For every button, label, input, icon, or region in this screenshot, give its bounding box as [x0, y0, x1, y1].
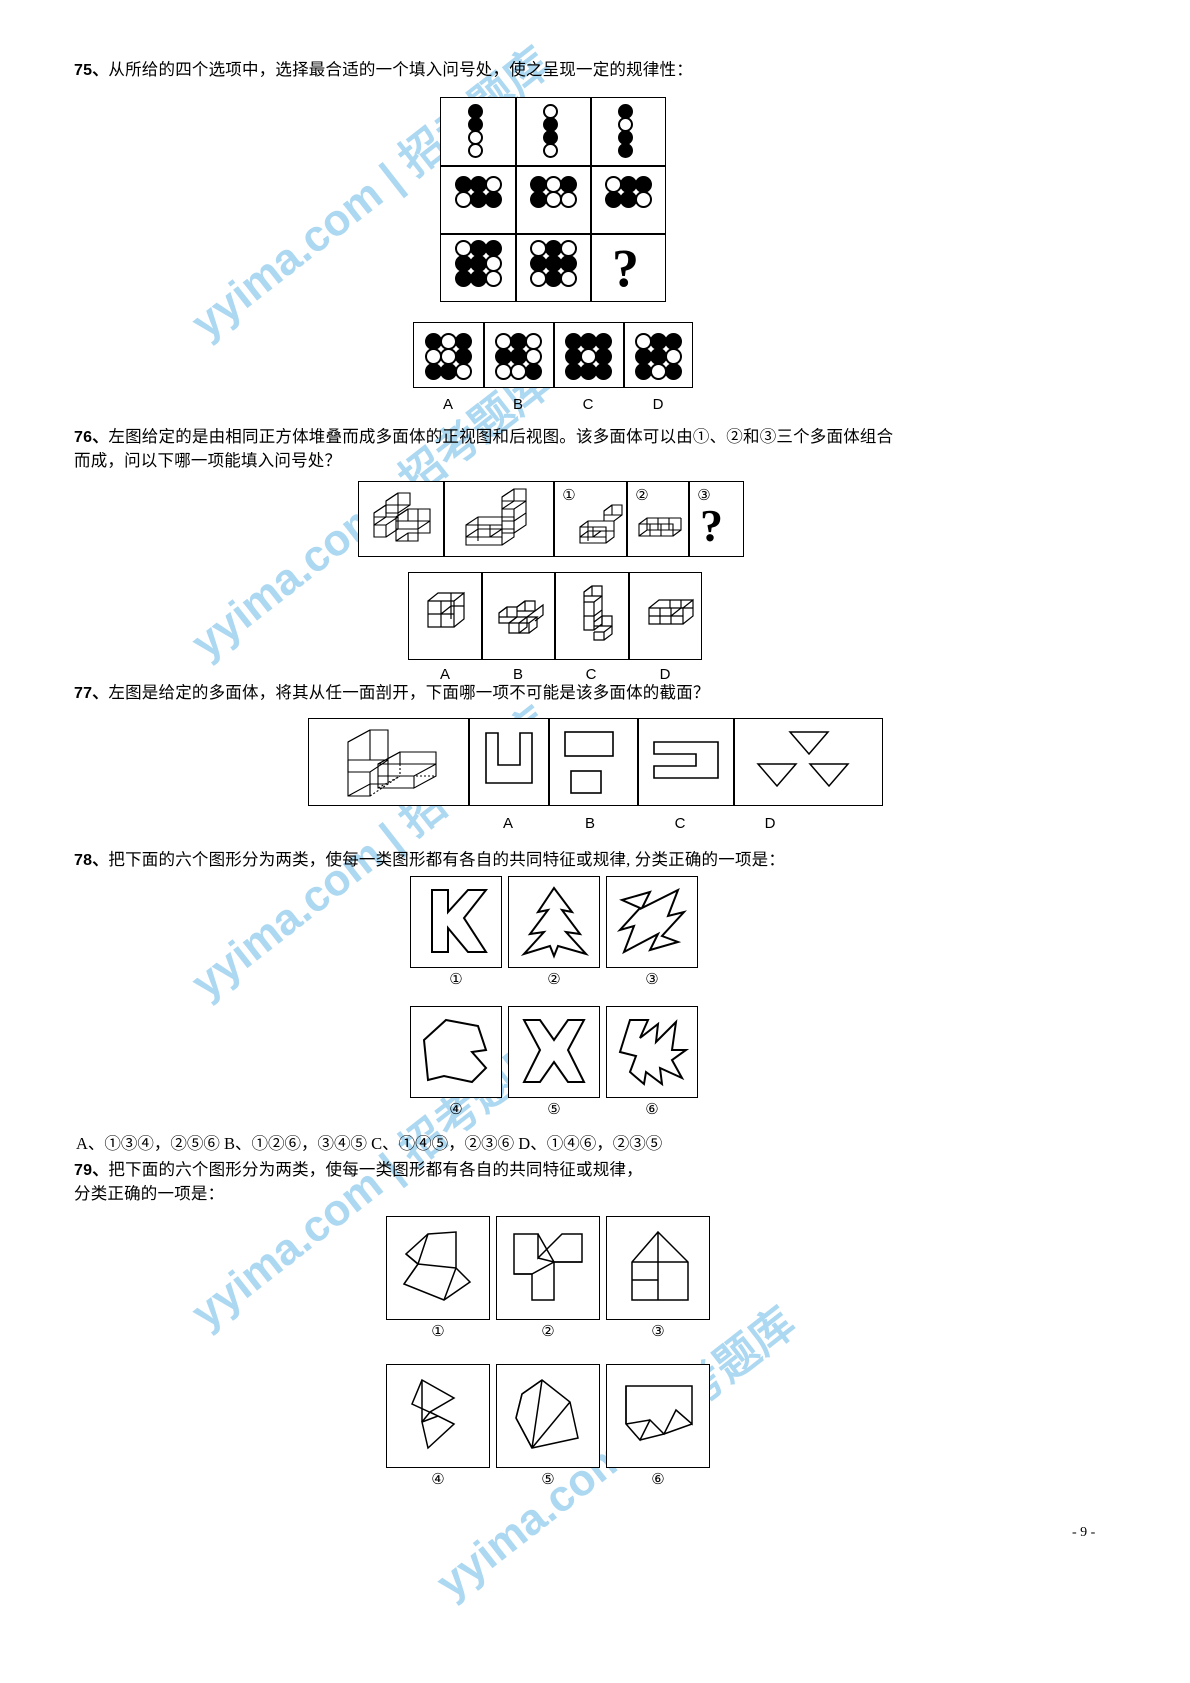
question-76-text-line2: 而成，问以下哪一项能填入问号处？: [74, 449, 341, 473]
q78-figure-6: [616, 1016, 690, 1088]
q76-label-a: A: [439, 666, 450, 683]
question-77-number: 77、: [74, 685, 109, 702]
question-76-number: 76、: [74, 429, 109, 446]
q77-label-c: C: [674, 815, 686, 832]
q76-label-b: B: [512, 666, 523, 683]
q78-mark-2: ②: [547, 972, 561, 988]
page-number: - 9 -: [1072, 1525, 1096, 1540]
q79-figure-4: [398, 1376, 480, 1456]
q78-mark-1: ①: [449, 972, 463, 988]
q76-mark-3: ③: [697, 488, 711, 504]
q76-label-c: C: [585, 666, 597, 683]
q75-question-mark: ?: [612, 238, 639, 298]
q79-mark-5: ⑤: [541, 1472, 555, 1488]
q78-figure-2: [518, 886, 592, 959]
q77-option-b-bottom[interactable]: [568, 768, 608, 798]
q76-mark-1: ①: [562, 488, 576, 504]
question-78-number: 78、: [74, 852, 109, 869]
q78-mark-3: ③: [645, 972, 659, 988]
q76-back-view: [452, 487, 548, 551]
q78-figure-3-box[interactable]: [606, 876, 698, 968]
q75-label-d: D: [652, 396, 664, 413]
question-79-body-1: 把下面的六个图形分为两类，使每一类图形都有各自的共同特征或规律，: [108, 1160, 643, 1179]
q78-figure-1-box[interactable]: [410, 876, 502, 968]
question-77-text: 77、左图是给定的多面体，将其从任一面剖开，下面哪一项不可能是该多面体的截面？: [74, 681, 710, 706]
q75-label-a: A: [442, 396, 453, 413]
q76-option-c[interactable]: [576, 582, 618, 648]
q78-answer-options[interactable]: A、①③④，②⑤⑥ B、①②⑥，③④⑤ C、①④⑤，②③⑥ D、①④⑥，②③⑤: [76, 1134, 663, 1153]
q78-figure-4: [420, 1016, 494, 1088]
q79-figure-2: [508, 1228, 590, 1308]
q76-top-box: [358, 481, 744, 557]
q76-question-mark: ?: [700, 500, 723, 551]
q77-label-a: A: [502, 815, 513, 832]
question-77-body: 左图是给定的多面体，将其从任一面剖开，下面哪一项不可能是该多面体的截面？: [108, 683, 710, 702]
q77-label-d: D: [764, 815, 776, 832]
q79-mark-3: ③: [651, 1324, 665, 1340]
question-76-text-line1: 76、左图给定的是由相同正方体堆叠而成多面体的正视图和后视图。该多面体可以由①、…: [74, 425, 893, 450]
q77-solid-figure: [318, 724, 463, 802]
q79-mark-2: ②: [541, 1324, 555, 1340]
q76-piece-1: [572, 504, 626, 551]
q78-mark-6: ⑥: [645, 1102, 659, 1118]
q77-option-a[interactable]: [482, 732, 536, 791]
q78-mark-4: ④: [449, 1102, 463, 1118]
q75-label-b: B: [512, 396, 523, 413]
q75-label-c: C: [582, 396, 594, 413]
question-79-number: 79、: [74, 1162, 109, 1179]
q78-figure-5: [518, 1016, 592, 1088]
q78-mark-5: ⑤: [547, 1102, 561, 1118]
q79-mark-6: ⑥: [651, 1472, 665, 1488]
question-78-text: 78、把下面的六个图形分为两类，使每一类图形都有各自的共同特征或规律, 分类正确…: [74, 848, 785, 873]
question-75-number: 75、: [74, 62, 109, 79]
q79-figure-5-box[interactable]: [496, 1364, 600, 1468]
q77-label-b: B: [584, 815, 595, 832]
q76-mark-2: ②: [635, 488, 649, 504]
question-79-text-line2: 分类正确的一项是：: [74, 1182, 224, 1206]
q79-mark-4: ④: [431, 1472, 445, 1488]
q78-figure-3: [616, 886, 688, 958]
question-76-body-1: 左图给定的是由相同正方体堆叠而成多面体的正视图和后视图。该多面体可以由①、②和③…: [108, 427, 894, 446]
question-78-body: 把下面的六个图形分为两类，使每一类图形都有各自的共同特征或规律, 分类正确的一项…: [108, 850, 786, 869]
question-75-text: 75、从所给的四个选项中，选择最合适的一个填入问号处，使之呈现一定的规律性：: [74, 58, 693, 83]
question-79-body-2: 分类正确的一项是：: [74, 1184, 225, 1203]
q76-label-d: D: [659, 666, 671, 683]
q79-mark-1: ①: [431, 1324, 445, 1340]
q79-figure-5: [508, 1376, 590, 1456]
q76-option-b[interactable]: [495, 595, 553, 647]
q79-figure-3: [618, 1228, 700, 1308]
question-79-text-line1: 79、把下面的六个图形分为两类，使每一类图形都有各自的共同特征或规律，: [74, 1158, 643, 1183]
q76-front-view: [366, 487, 440, 551]
q77-option-d[interactable]: [748, 726, 868, 798]
q78-figure-1: [422, 886, 492, 958]
q77-option-b-top[interactable]: [562, 729, 618, 759]
q79-figure-1: [398, 1228, 480, 1308]
question-76-body-2: 而成，问以下哪一项能填入问号处？: [74, 451, 342, 470]
question-75-body: 从所给的四个选项中，选择最合适的一个填入问号处，使之呈现一定的规律性：: [108, 60, 693, 79]
q79-figure-6: [618, 1376, 700, 1456]
q77-option-c[interactable]: [650, 738, 724, 786]
q76-option-d[interactable]: [645, 590, 699, 642]
q76-option-a[interactable]: [424, 587, 472, 647]
q76-piece-2: [635, 508, 687, 548]
